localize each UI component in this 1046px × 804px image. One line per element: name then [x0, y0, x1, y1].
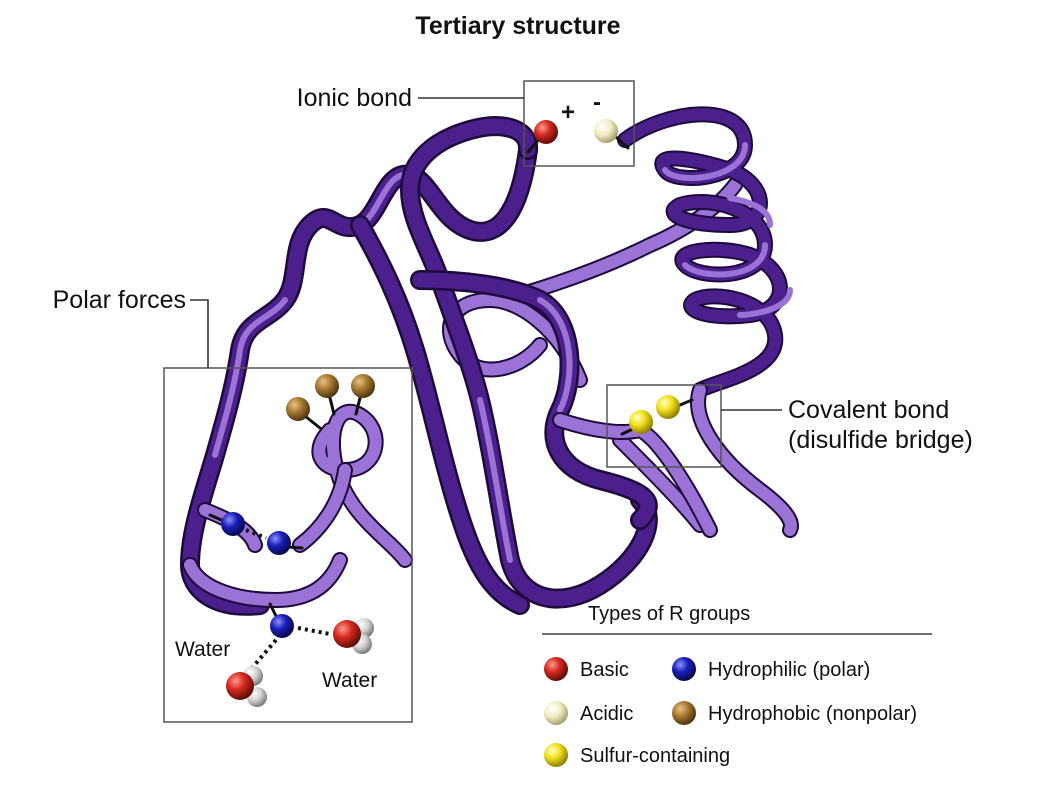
- ribbon-middle-strands: [350, 215, 658, 615]
- basic-swatch-icon: [544, 657, 568, 681]
- basic-r-group-sphere: [534, 120, 558, 144]
- legend-item-acidic: Acidic: [544, 701, 633, 725]
- water-label-left: Water: [175, 638, 230, 661]
- positive-charge-sign: +: [561, 99, 575, 126]
- polar-forces-box: [163, 367, 413, 723]
- acidic-r-group-sphere: [594, 119, 618, 143]
- polar-forces-group: Water Water: [175, 374, 377, 707]
- ribbon-polar-loops: [182, 403, 413, 608]
- hydrophobic-r-group-sphere: [315, 374, 339, 398]
- sulfur-swatch-icon: [544, 743, 568, 767]
- protein-ribbon: [180, 106, 799, 616]
- ionic-bond-label: Ionic bond: [297, 84, 412, 112]
- legend-label: Sulfur-containing: [580, 745, 730, 767]
- legend-label: Hydrophobic (nonpolar): [708, 703, 917, 725]
- ribbon-alpha-helix: [617, 106, 799, 538]
- ionic-bond-group: + -: [526, 89, 630, 154]
- acidic-swatch-icon: [544, 701, 568, 725]
- sulfur-sphere: [629, 410, 653, 434]
- hydrophobic-swatch-icon: [672, 701, 696, 725]
- legend-item-basic: Basic: [544, 657, 629, 681]
- ribbon-top-loop: [400, 116, 658, 609]
- diagram-title: Tertiary structure: [415, 12, 620, 40]
- water-oxygen-sphere: [333, 620, 361, 648]
- disulfide-bridge-label: (disulfide bridge): [788, 426, 973, 454]
- ionic-bond-box: [523, 80, 635, 167]
- polar-forces-leader: [190, 299, 209, 368]
- r-group-legend: Types of R groups Basic Hydrophilic (pol…: [542, 603, 932, 767]
- legend-item-hydrophilic: Hydrophilic (polar): [672, 657, 870, 681]
- hydrophilic-r-group-sphere: [270, 614, 294, 638]
- sulfur-sphere: [656, 395, 680, 419]
- hydrophobic-r-group-sphere: [286, 397, 310, 421]
- legend-label: Hydrophilic (polar): [708, 659, 870, 681]
- hydrophilic-swatch-icon: [672, 657, 696, 681]
- legend-label: Basic: [580, 659, 629, 681]
- water-label-right: Water: [322, 669, 377, 692]
- hydrophobic-r-group-sphere: [351, 374, 375, 398]
- negative-charge-sign: -: [593, 89, 601, 116]
- water-oxygen-sphere: [226, 672, 254, 700]
- legend-item-hydrophobic: Hydrophobic (nonpolar): [672, 701, 917, 725]
- covalent-bond-label: Covalent bond: [788, 396, 949, 424]
- legend-item-sulfur: Sulfur-containing: [544, 743, 730, 767]
- hydrophilic-r-group-sphere: [221, 512, 245, 536]
- hydrophilic-r-group-sphere: [267, 531, 291, 555]
- disulfide-bridge-group: [620, 395, 694, 436]
- legend-label: Acidic: [580, 703, 633, 725]
- covalent-bond-box: [606, 384, 722, 468]
- polar-forces-label: Polar forces: [53, 286, 186, 314]
- legend-title: Types of R groups: [588, 603, 750, 625]
